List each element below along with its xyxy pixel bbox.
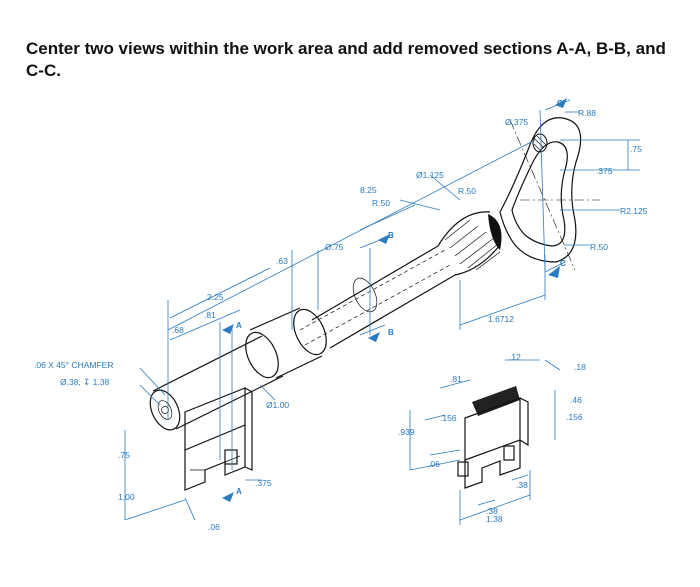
label-r-2125: R2.125: [620, 206, 648, 216]
key-bow: [499, 117, 600, 271]
key-shaft: [149, 211, 502, 431]
key-bit: [184, 387, 253, 491]
label-d-63: .63: [276, 256, 288, 266]
label-d-06-left: .06: [208, 522, 220, 532]
label-d-825: 8.25: [360, 185, 377, 195]
label-d-156-right: .156: [566, 412, 583, 422]
bit-detail: [457, 386, 529, 489]
label-b-top: B: [388, 231, 394, 240]
label-c-top: C: [557, 99, 563, 108]
label-d-81-right: .81: [450, 374, 462, 384]
label-d-75-left: .75: [118, 450, 130, 460]
label-d-138: 1.38: [486, 514, 503, 524]
label-d-46: .46: [570, 395, 582, 405]
label-dia-100: Ø1.00: [266, 400, 289, 410]
instruction-text: Center two views within the work area an…: [26, 39, 666, 80]
label-chamfer: .06 X 45° CHAMFER: [34, 360, 113, 370]
label-r-88: R.88: [578, 108, 596, 118]
label-d-18: .18: [574, 362, 586, 372]
label-d-375-bottom: .375: [255, 478, 272, 488]
dimension-labels: Ø.375 C R.88 .75 .375 R2.125 R.50 C Ø1.1…: [34, 99, 648, 532]
label-dia-75: Ø.75: [325, 242, 344, 252]
section-hatch: [444, 214, 502, 271]
label-dia-1125: Ø1.125: [416, 170, 444, 180]
label-d-156: .156: [440, 413, 457, 423]
cutting-plane-arrows: [222, 98, 567, 502]
label-r-50-left: R.50: [372, 198, 390, 208]
label-d-939: .939: [398, 427, 415, 437]
label-d-81-left: .81: [204, 310, 216, 320]
label-a-bottom: A: [236, 487, 242, 496]
label-r-50-mid: R.50: [458, 186, 476, 196]
label-c-bottom: C: [560, 259, 566, 268]
label-d-100: 1.00: [118, 492, 135, 502]
label-d-06-right: .06: [428, 459, 440, 469]
label-d-38-right: .38: [516, 480, 528, 490]
label-drill: Ø.38, ↧ 1.38: [60, 377, 109, 387]
label-d-75: .75: [630, 144, 642, 154]
label-b-bottom: B: [388, 328, 394, 337]
label-d-68: .68: [172, 325, 184, 335]
label-a-top: A: [236, 321, 242, 330]
dimension-lines: [124, 99, 640, 525]
label-d-375-right: .375: [596, 166, 613, 176]
label-r-50-right: R.50: [590, 242, 608, 252]
label-d-38-bottom: .38: [486, 506, 498, 516]
label-d-12: .12: [509, 352, 521, 362]
label-d-225: 2.25: [207, 292, 224, 302]
label-d-16712: 1.6712: [488, 314, 514, 324]
label-dia-375: Ø.375: [505, 117, 528, 127]
